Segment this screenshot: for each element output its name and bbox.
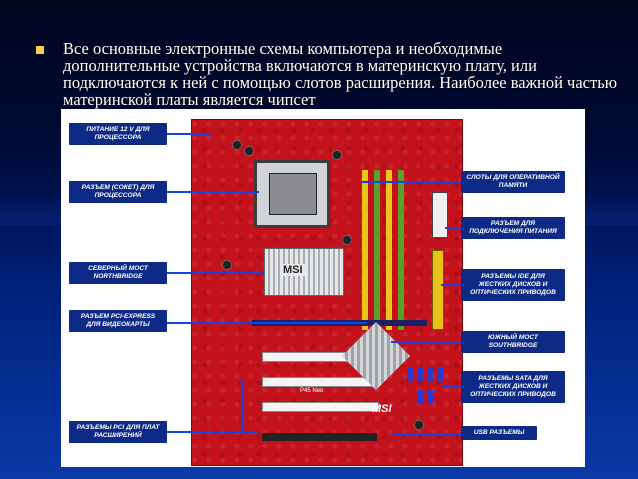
leader-line xyxy=(445,227,461,229)
leader-line xyxy=(441,386,461,388)
leader-line xyxy=(167,133,211,135)
sata-port-image xyxy=(437,368,443,382)
leader-line xyxy=(167,322,367,324)
motherboard-diagram: MSI P45 Neo MS-7519 VER 1.0 MSI ПИТАНИЕ … xyxy=(61,109,585,467)
pci-slot-image xyxy=(262,377,379,387)
leader-line xyxy=(241,379,243,432)
motherboard-photo: MSI P45 Neo MS-7519 VER 1.0 MSI xyxy=(191,119,463,466)
capacitor xyxy=(332,150,342,160)
label-usb: USB РАЗЪЕМЫ xyxy=(461,426,537,440)
label-cpu-socket: РАЗЪЕМ (СОКЕТ) ДЛЯ ПРОЦЕССОРА xyxy=(69,181,167,203)
label-ide: РАЗЪЕМЫ IDE ДЛЯ ЖЕСТКИХ ДИСКОВ И ОПТИЧЕС… xyxy=(461,269,565,301)
leader-line xyxy=(391,433,461,435)
capacitor xyxy=(342,235,352,245)
leader-line xyxy=(361,181,461,183)
power-connector-image xyxy=(432,192,448,238)
sata-port-image xyxy=(427,368,433,382)
ram-slot xyxy=(362,170,368,330)
label-pci: РАЗЪЕМЫ PCI ДЛЯ ПЛАТ РАСШИРЕНИЙ xyxy=(69,421,167,443)
leader-line xyxy=(167,191,259,193)
cpu-socket-image xyxy=(254,160,330,228)
capacitor xyxy=(414,420,424,430)
sata-port-image xyxy=(417,368,423,382)
capacitor xyxy=(222,260,232,270)
sata-port-image xyxy=(407,368,413,382)
label-ram: СЛОТЫ ДЛЯ ОПЕРАТИВНОЙ ПАМЯТИ xyxy=(461,171,565,193)
chipset-label: P45 Neo xyxy=(300,388,324,394)
model-label: MS-7519 VER 1.0 xyxy=(310,405,359,411)
capacitor xyxy=(244,146,254,156)
leader-line xyxy=(167,431,257,433)
label-power: РАЗЪЕМ ДЛЯ ПОДКЛЮЧЕНИЯ ПИТАНИЯ xyxy=(461,217,565,239)
label-northbridge: СЕВЕРНЫЙ МОСТ NORTHBRIDGE xyxy=(69,262,167,284)
board-brand: MSI xyxy=(372,403,392,415)
label-pcie: РАЗЪЕМ PCI-EXPRESS ДЛЯ ВИДЕОКАРТЫ xyxy=(69,310,167,332)
ram-slot xyxy=(386,170,392,330)
sata-port-image xyxy=(417,390,423,404)
sata-port-image xyxy=(427,390,433,404)
ide-connector-image xyxy=(432,250,444,330)
bullet-text: Все основные электронные схемы компьютер… xyxy=(63,39,618,109)
label-sata: РАЗЪЕМЫ SATA ДЛЯ ЖЕСТКИХ ДИСКОВ И ОПТИЧЕ… xyxy=(461,371,565,403)
northbridge-brand: MSI xyxy=(280,264,306,276)
capacitor xyxy=(232,140,242,150)
leader-line xyxy=(391,341,461,343)
bullet-square-icon xyxy=(36,46,44,54)
label-cpu-power: ПИТАНИЕ 12 V ДЛЯ ПРОЦЕССОРА xyxy=(69,123,167,145)
leader-line xyxy=(441,284,461,286)
ram-slot xyxy=(398,170,404,330)
leader-line xyxy=(167,272,263,274)
label-southbridge: ЮЖНЫЙ МОСТ SOUTHBRIDGE xyxy=(461,331,565,353)
ram-slot xyxy=(374,170,380,330)
pci-slot-image xyxy=(262,433,377,441)
pci-slot-image xyxy=(262,402,379,412)
